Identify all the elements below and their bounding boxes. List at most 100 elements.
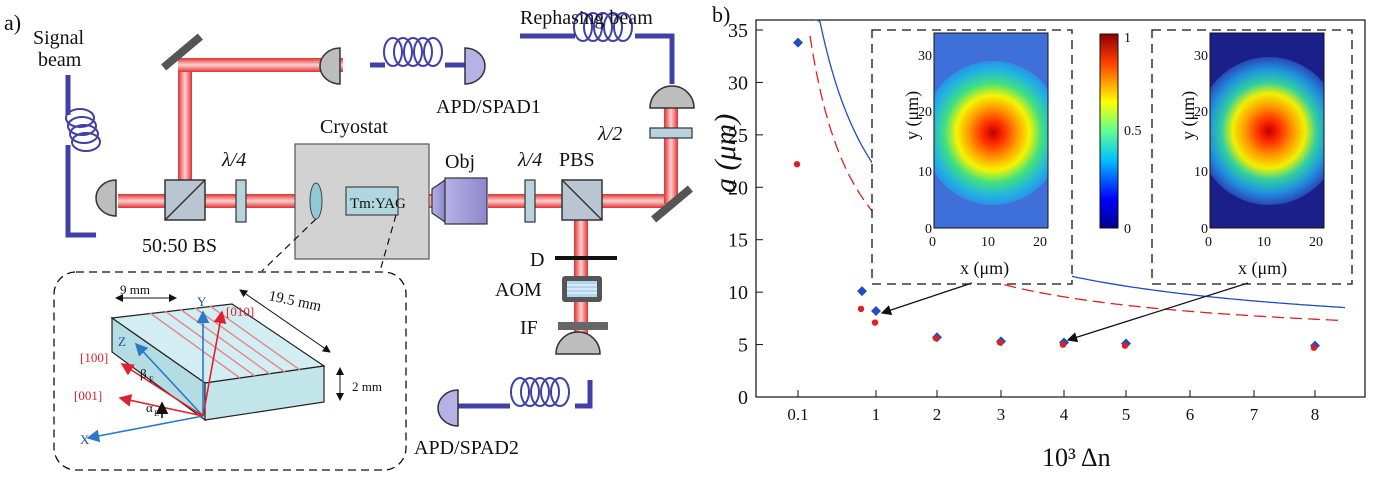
interference-filter	[558, 322, 608, 330]
cryostat	[294, 143, 430, 260]
alpha-sub: E	[154, 409, 159, 418]
x-tick-label: 1	[872, 405, 881, 424]
inset-right-xlabel: x (μm)	[1238, 258, 1287, 279]
inset-right-ytick-10: 10	[1194, 165, 1208, 180]
qwp-label-1: λ/4	[221, 149, 246, 171]
y-tick-label: 35	[728, 20, 748, 42]
colorbar: 1 0.5 0	[1099, 31, 1142, 237]
x-tick-label: 4	[1060, 405, 1069, 424]
axis-x-label: X	[80, 432, 90, 447]
mirrors	[161, 33, 693, 223]
beta-sub: E	[149, 375, 154, 384]
y-tick-label: 10	[728, 282, 748, 304]
polarizing-beam-splitter	[561, 179, 603, 221]
aom-label: AOM	[495, 279, 542, 301]
axis-z-label: Z	[118, 334, 126, 349]
data-point-series-2	[1310, 344, 1318, 351]
data-point-series-1	[857, 286, 867, 297]
dir-010-label: [010]	[226, 304, 254, 319]
crystal-label: Tm:YAG	[350, 196, 406, 212]
x-tick-label: 3	[997, 405, 1006, 424]
inset-left-ylabel: y (μm)	[902, 91, 923, 140]
y-tick-label: 30	[728, 72, 748, 94]
y-ticks: 0 5 10 15 20 25 30 35	[728, 20, 763, 409]
bs-label: 50:50 BS	[142, 235, 217, 257]
inset-right-xtick-10: 10	[1257, 235, 1271, 250]
data-point-series-2	[932, 335, 940, 342]
detectors	[95, 47, 695, 427]
x-tick-label: 5	[1122, 405, 1131, 424]
objective-label: Obj	[445, 151, 475, 173]
dir-100-label: [100]	[80, 350, 108, 365]
y-tick-label: 20	[728, 177, 748, 199]
inset-len-2: 2 mm	[352, 379, 382, 394]
cryostat-label: Cryostat	[320, 116, 388, 138]
inset-left-xtick-20: 20	[1033, 235, 1047, 250]
data-point-series-2	[857, 305, 865, 313]
inset-left-ytick-10: 10	[918, 165, 932, 180]
dir-001-label: [001]	[74, 388, 102, 403]
inset-left-ytick-0: 0	[925, 222, 932, 237]
inset-right-ytick-20: 20	[1194, 105, 1208, 120]
data-point-series-1	[793, 37, 803, 48]
inset-len-9: 9 mm	[120, 282, 150, 297]
data-point-series-2	[871, 319, 879, 326]
panel-b-label: b)	[712, 2, 730, 27]
colorbar-tick-05: 0.5	[1124, 124, 1142, 139]
objective-lens	[431, 177, 488, 225]
x-tick-label: 7	[1250, 405, 1259, 424]
x-tick-label: 8	[1311, 405, 1320, 424]
if-label: IF	[520, 317, 538, 339]
aperture-d	[555, 256, 617, 260]
beta-label: β	[140, 366, 147, 381]
signal-beam-label-2: beam	[38, 49, 82, 71]
inset-len-195: 19.5 mm	[267, 288, 323, 315]
colorbar-tick-1: 1	[1124, 31, 1131, 46]
axis-y-label: Y	[197, 294, 207, 309]
inset-left-ytick-20: 20	[918, 105, 932, 120]
inset-left-xlabel: x (μm)	[960, 258, 1009, 279]
y-tick-label: 5	[738, 335, 748, 357]
fiber-loops	[65, 12, 633, 407]
y-tick-label: 25	[728, 125, 748, 147]
data-point-series-2	[1121, 342, 1129, 349]
x-axis-label: 10³ Δn	[1042, 443, 1111, 472]
aom	[562, 276, 602, 302]
waveplates	[235, 127, 693, 223]
hwp-label: λ/2	[597, 123, 622, 145]
y-axis-label: a (μm)	[709, 114, 742, 193]
apd2-label: APD/SPAD2	[414, 437, 519, 459]
inset-right: 30 20 10 0 0 10 20 x (μm) y (μm)	[1151, 29, 1353, 285]
x-tick-label: 6	[1186, 405, 1195, 424]
x-tick-label: 2	[933, 405, 942, 424]
pbs-label: PBS	[559, 149, 595, 171]
data-point-series-1	[871, 306, 881, 317]
alpha-label: α	[146, 400, 153, 415]
signal-beam-label-1: Signal	[33, 27, 85, 49]
d-label: D	[530, 249, 544, 271]
plot-frame	[755, 19, 1366, 398]
fiber-cables	[65, 33, 675, 409]
data-point-series-2	[793, 161, 801, 168]
panel-a-label: a)	[4, 10, 21, 35]
inset-pointer-arrows	[880, 282, 1249, 343]
inset-right-xtick-0: 0	[1205, 235, 1212, 250]
inset-left-xtick-0: 0	[929, 235, 936, 250]
y-tick-label: 0	[738, 387, 748, 409]
data-point-series-2	[1059, 341, 1067, 348]
beam-splitter-5050	[164, 179, 206, 221]
inset-right-xtick-20: 20	[1309, 235, 1323, 250]
data-point-series-2	[996, 339, 1004, 346]
colorbar-tick-0: 0	[1124, 222, 1131, 237]
apd1-label: APD/SPAD1	[436, 96, 541, 118]
inset-right-ytick-30: 30	[1194, 49, 1208, 64]
y-tick-label: 15	[728, 230, 748, 252]
qwp-label-2: λ/4	[517, 149, 542, 171]
rephasing-beam-label: Rephasing beam	[520, 7, 653, 29]
inset-left-xtick-10: 10	[981, 235, 995, 250]
inset-right-ytick-0: 0	[1201, 222, 1208, 237]
